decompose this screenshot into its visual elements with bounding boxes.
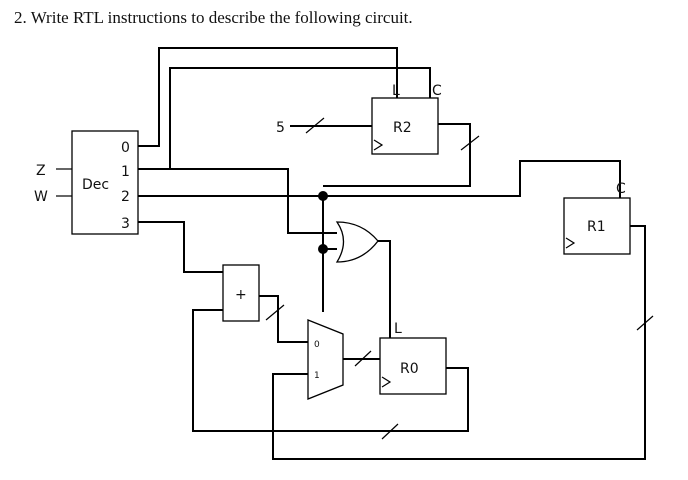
register-r0: R0 L <box>379 321 447 395</box>
r2-clock-icon <box>373 139 384 151</box>
adder-symbol: + <box>235 287 247 303</box>
decoder-input-w: W <box>34 189 48 205</box>
constant-5-label: 5 <box>276 120 285 136</box>
wire-dec3 <box>138 221 223 273</box>
wire-r2-out <box>323 123 471 187</box>
bus-ticks <box>265 117 654 440</box>
bus-tick-mux-out <box>354 350 372 367</box>
r2-clear-label: C <box>432 83 442 99</box>
wire-r1-to-mux1 <box>272 225 646 460</box>
r0-name: R0 <box>400 361 419 377</box>
r0-clock-icon <box>381 376 392 388</box>
bus-tick-adder-out <box>265 304 285 321</box>
question-text: 2. Write RTL instructions to describe th… <box>14 8 413 27</box>
wire-dec0-to-r2-load <box>138 47 398 147</box>
wire-adder-to-mux0 <box>259 295 308 343</box>
bus-tick-r2-out <box>460 135 480 151</box>
r1-clear-label: C <box>616 181 626 197</box>
r2-name: R2 <box>393 120 412 136</box>
wires <box>138 47 646 460</box>
r0-load-label: L <box>394 321 402 337</box>
bus-tick-r0-feedback <box>381 423 399 440</box>
wire-dec2-to-r1-clear <box>138 160 621 198</box>
register-r2: R2 L C <box>371 83 442 155</box>
wire-dec1-to-or <box>138 168 337 234</box>
bus-tick-const5 <box>305 117 325 134</box>
decoder-output-1: 1 <box>121 164 130 180</box>
multiplexer: 0 1 <box>307 319 344 400</box>
mux-input-1-label: 1 <box>314 371 320 381</box>
junction-dot-top <box>318 191 328 201</box>
r2-load-label: L <box>392 83 400 99</box>
decoder: Dec Z W 0 1 2 3 <box>34 130 139 235</box>
decoder-label: Dec <box>82 177 109 193</box>
adder: + <box>222 264 260 322</box>
decoder-input-z: Z <box>36 163 46 179</box>
decoder-output-3: 3 <box>121 216 130 232</box>
r1-clock-icon <box>565 237 576 249</box>
or-gate <box>335 221 379 263</box>
junction-dot-or <box>318 244 328 254</box>
register-r1: R1 C <box>563 181 631 255</box>
decoder-output-2: 2 <box>121 189 130 205</box>
mux-input-0-label: 0 <box>314 340 320 350</box>
decoder-output-0: 0 <box>121 140 130 156</box>
wire-or-to-r0-load <box>377 240 391 338</box>
r1-name: R1 <box>587 219 606 235</box>
bus-tick-r1-out <box>636 315 654 331</box>
wire-r0-feedback <box>192 309 469 432</box>
